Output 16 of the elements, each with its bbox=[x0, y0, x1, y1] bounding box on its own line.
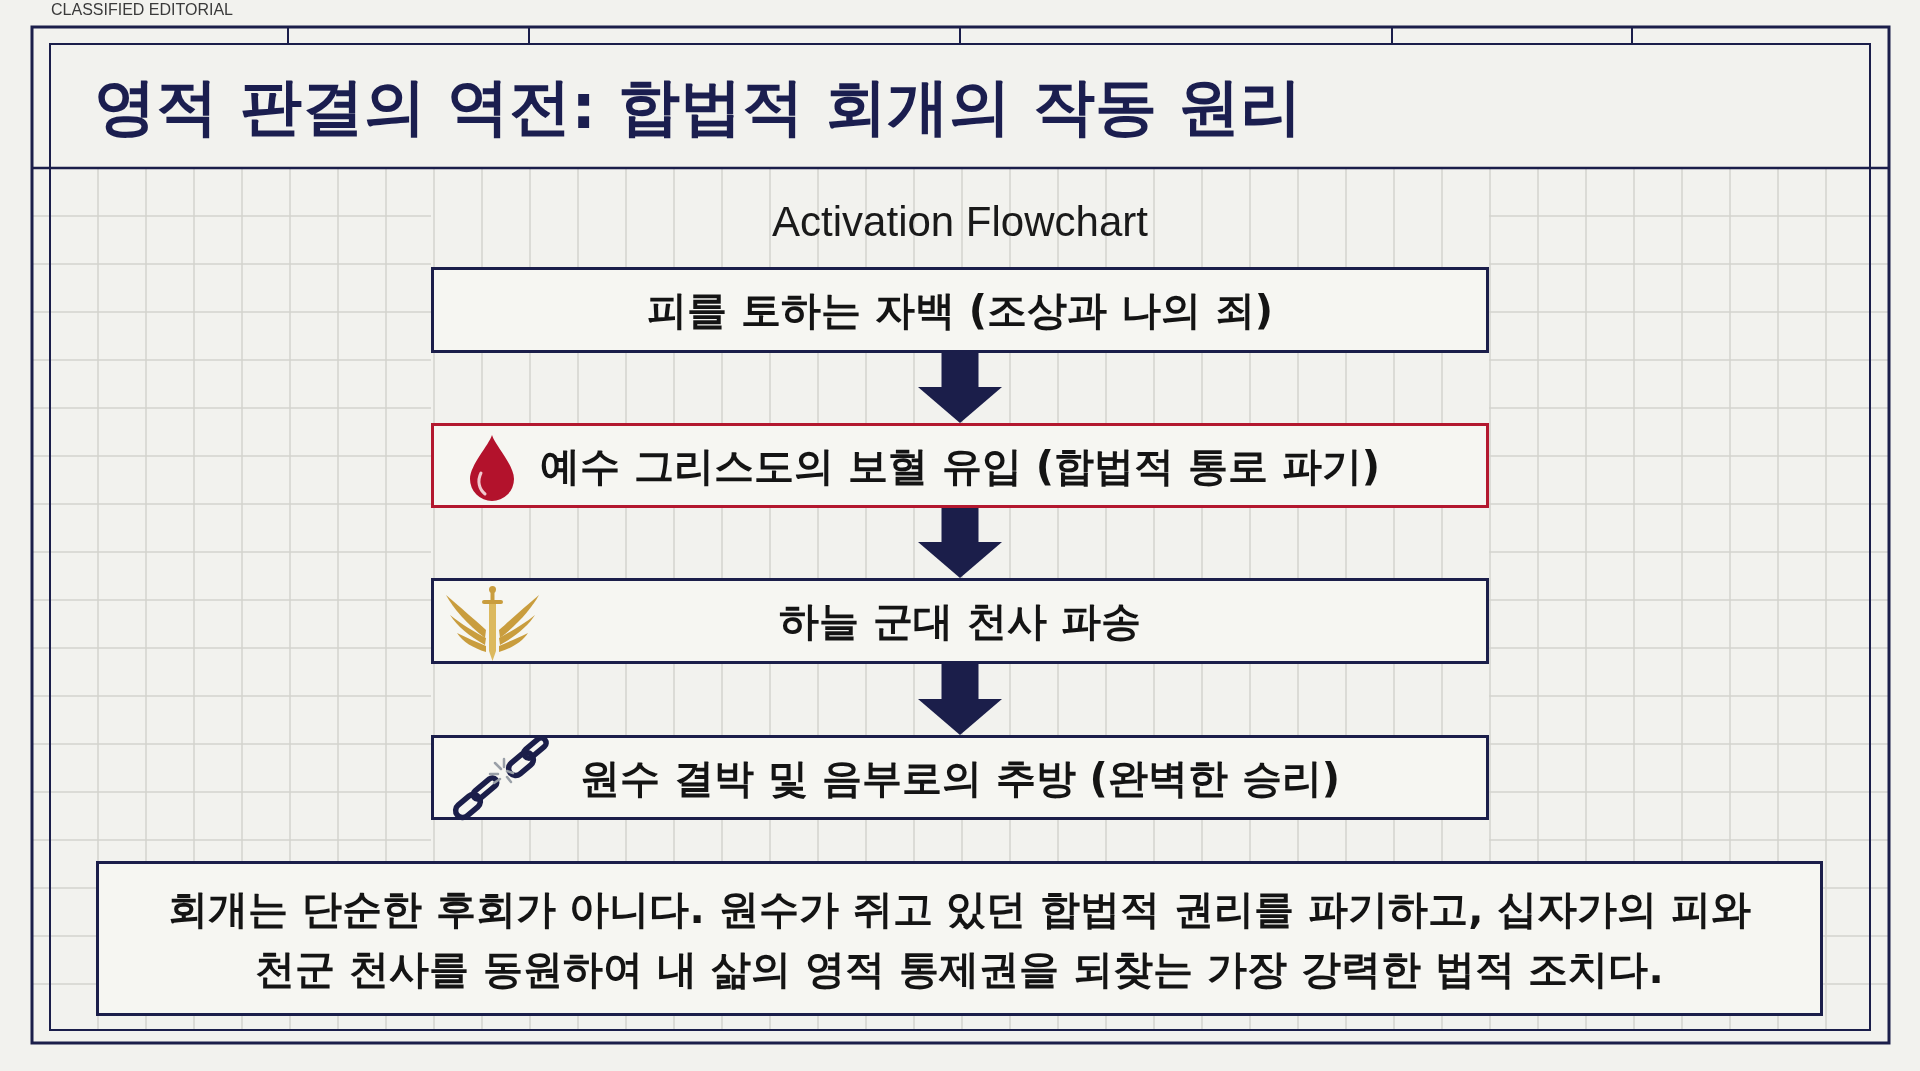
page-title: 영적 판결의 역전: 합법적 회개의 작동 원리 bbox=[94, 70, 1303, 145]
step-text: 하늘 군대 천사 파송 bbox=[779, 597, 1141, 645]
process-box bbox=[431, 735, 1489, 820]
arrow bbox=[918, 353, 1002, 423]
summary-text: 회개는 단순한 후회가 아니다. 원수가 쥐고 있던 합법적 권리를 파기하고, 십자가의 피와 천군 천사를 동원하여 내 삶의 영적 통제권을 되찾는 가장 강력한 법적 조치다. bbox=[166, 884, 1753, 994]
process-box bbox=[431, 267, 1489, 353]
flowchart-heading: Activation Flowchart bbox=[772, 197, 1148, 247]
summary-box bbox=[96, 861, 1823, 1016]
step-text: 피를 토하는 자백 (조상과 나의 죄) bbox=[646, 286, 1274, 334]
arrow bbox=[918, 664, 1002, 735]
process-box bbox=[431, 578, 1489, 664]
arrow bbox=[918, 508, 1002, 578]
section-tag: CLASSIFIED EDITORIAL bbox=[51, 0, 233, 20]
process-box bbox=[431, 423, 1489, 508]
step-text: 원수 결박 및 음부로의 추방 (완벽한 승리) bbox=[579, 753, 1341, 802]
step-text: 예수 그리스도의 보혈 유입 (합법적 통로 파기) bbox=[539, 441, 1381, 490]
